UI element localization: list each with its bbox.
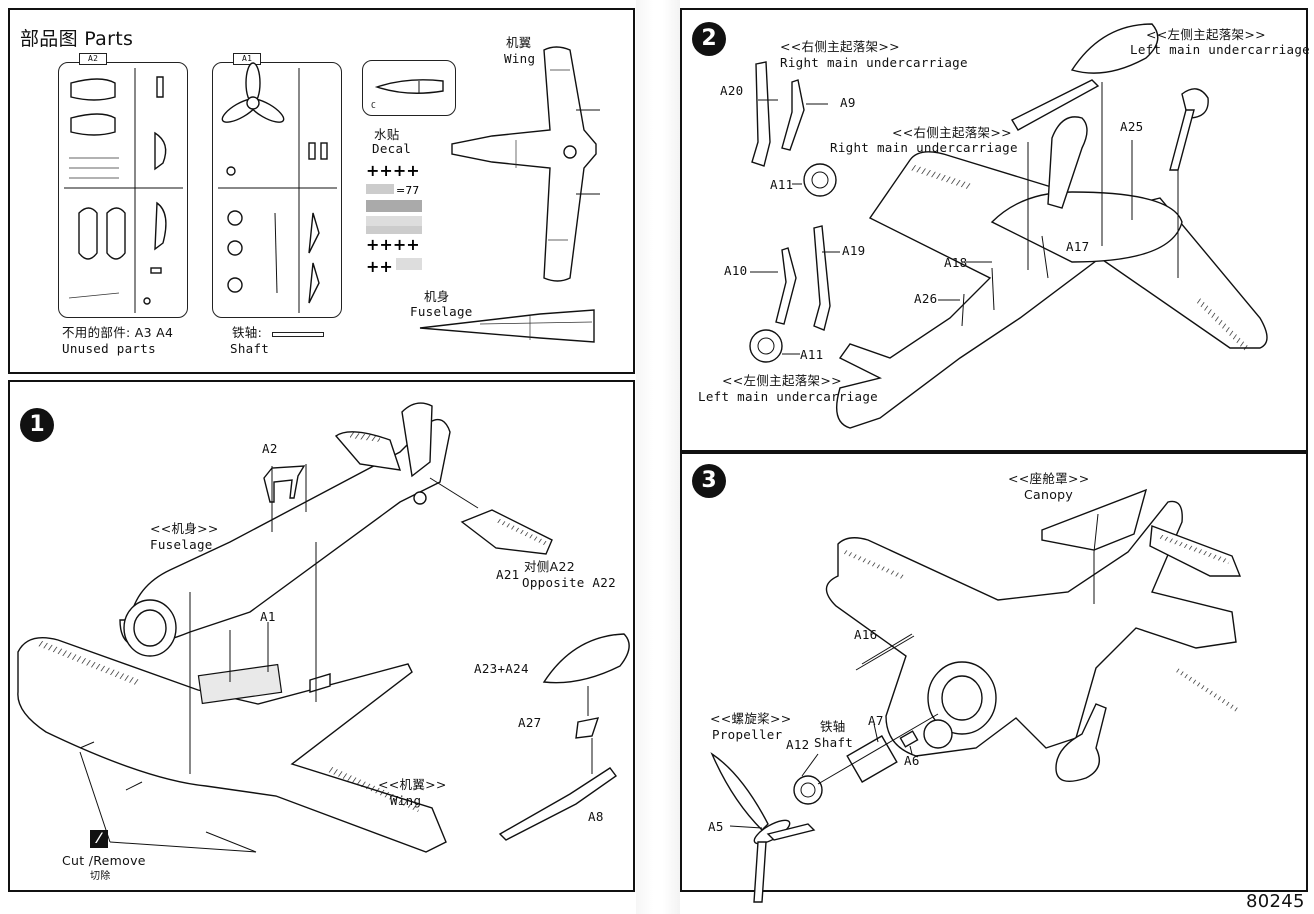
step1-wing-cn: <<机翼>>	[378, 777, 447, 792]
step2-a9: A9	[840, 95, 856, 110]
step1-cut-cn: 切除	[90, 871, 111, 882]
step1-a27: A27	[518, 715, 542, 730]
step2-panel: 2 <<右侧主起落架>> Right main undercarriage <<…	[680, 8, 1310, 452]
shaft-en: Shaft	[230, 341, 270, 356]
step3-canopy-en: Canopy	[1024, 487, 1074, 502]
step1-cut-en: Cut /Remove	[62, 853, 146, 868]
step3-a16: A16	[854, 627, 878, 642]
svg-text:++++: ++++	[366, 161, 420, 180]
step3-drawing	[710, 488, 1242, 903]
step2-left-cn: <<左侧主起落架>>	[722, 373, 842, 388]
step2-right-mid-cn: <<右侧主起落架>>	[892, 125, 1012, 140]
step1-opposite-cn: 对侧A22	[524, 559, 575, 574]
parts-fuselage-en: Fuselage	[410, 304, 473, 319]
step1-fuselage-cn: <<机身>>	[150, 521, 219, 536]
step2-drawing	[749, 23, 1268, 429]
sprue-a1-label: A1	[233, 53, 262, 65]
parts-title: 部品图 Parts	[20, 28, 134, 50]
step3-a7: A7	[868, 713, 884, 728]
step1-a23-a24: A23+A24	[474, 661, 529, 676]
parts-decal-cn: 水贴	[374, 127, 400, 142]
step2-a26: A26	[914, 291, 938, 306]
sprue-a1: A1	[212, 53, 342, 318]
step3-a5: A5	[708, 819, 724, 834]
wing-part-drawing	[451, 46, 600, 282]
parts-panel: 部品图 Parts A2 A1 C 水贴 Decal	[8, 8, 635, 374]
parts-wing-cn: 机翼	[506, 35, 532, 50]
step1-fuselage-en: Fuselage	[150, 537, 213, 552]
step2-left-top-cn: <<左侧主起落架>>	[1146, 27, 1266, 42]
step3-propeller-cn: <<螺旋桨>>	[710, 711, 792, 726]
shaft-drawing	[272, 332, 324, 337]
step2-number: 2	[692, 22, 726, 56]
step1-opposite-en: Opposite A22	[522, 575, 616, 590]
step2-right-mid-en: Right main undercarriage	[830, 140, 1018, 155]
shaft-cn: 铁轴:	[232, 325, 263, 340]
step1-number: 1	[20, 408, 54, 442]
step2-right-en: Right main undercarriage	[780, 55, 968, 70]
svg-text:=77: =77	[396, 184, 419, 197]
svg-text:++++: ++++	[366, 235, 420, 254]
step3-shaft-en: Shaft	[814, 735, 854, 750]
parts-wing-en: Wing	[504, 51, 536, 66]
step2-a11-top: A11	[770, 177, 794, 192]
page-number: 80245	[1246, 891, 1305, 912]
step1-a21: A21	[496, 567, 520, 582]
step2-a19: A19	[842, 243, 866, 258]
sprue-a2-label: A2	[79, 53, 108, 65]
cut-remove-icon: ⁄	[90, 830, 108, 848]
page-fold	[636, 0, 680, 914]
step3-canopy-cn: <<座舱罩>>	[1008, 471, 1090, 486]
step2-a25: A25	[1120, 119, 1144, 134]
step1-a2: A2	[262, 441, 278, 456]
step3-number: 3	[692, 464, 726, 498]
step1-a1: A1	[260, 609, 276, 624]
step2-left-top-en: Left main undercarriage	[1130, 42, 1310, 57]
parts-decal-en: Decal	[372, 141, 412, 156]
canopy-part	[374, 79, 444, 94]
step1-drawing	[17, 402, 630, 853]
step1-panel: 1 A2 A1 <<机身>> Fuselage A21 对侧A22 Opposi	[8, 380, 635, 892]
step1-a8: A8	[588, 809, 604, 824]
step3-shaft-cn: 铁轴	[820, 719, 846, 734]
step2-a10: A10	[724, 263, 748, 278]
sprue-c: C	[362, 60, 456, 116]
unused-parts-cn: 不用的部件: A3 A4	[62, 325, 174, 340]
step2-a17: A17	[1066, 239, 1090, 254]
sprue-a1-parts	[218, 62, 337, 313]
step2-left-en: Left main undercarriage	[698, 389, 878, 404]
step3-a6: A6	[904, 753, 920, 768]
step3-panel: 3 <<座舱罩>> Canopy A16 铁轴 Shaft A7 A6 A12 …	[680, 452, 1308, 903]
unused-parts-en: Unused parts	[62, 341, 156, 356]
parts-fuselage-cn: 机身	[424, 289, 450, 304]
step3-a12: A12	[786, 737, 810, 752]
step2-a11-bottom: A11	[800, 347, 824, 362]
step2-a20: A20	[720, 83, 744, 98]
decal-sheet: ++++++++++ =77	[364, 161, 426, 276]
step1-wing-en: Wing	[390, 793, 422, 808]
step3-propeller-en: Propeller	[712, 727, 783, 742]
step2-right-cn: <<右侧主起落架>>	[780, 39, 900, 54]
sprue-c-label: C	[371, 101, 377, 110]
sprue-a2: A2	[58, 53, 188, 318]
fuselage-part-drawing	[419, 309, 595, 343]
sprue-a2-parts	[64, 68, 183, 313]
svg-text:++: ++	[366, 257, 393, 276]
step2-a18: A18	[944, 255, 968, 270]
